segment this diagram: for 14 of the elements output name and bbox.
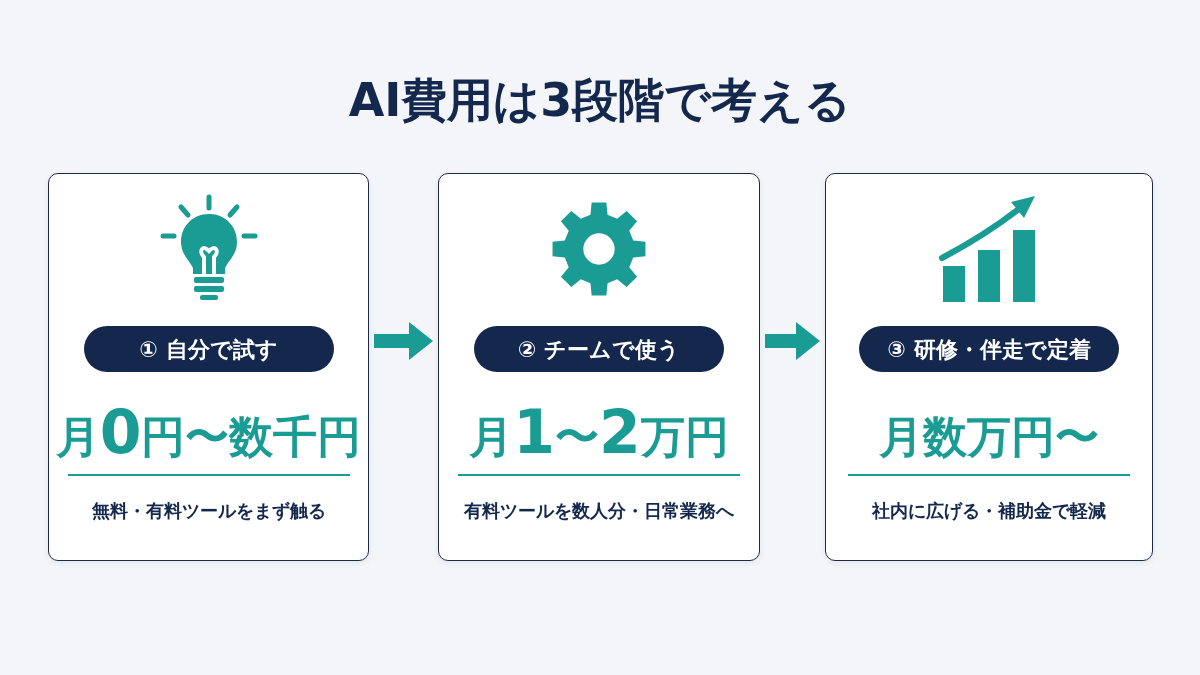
step-label: ① 自分で試す — [83, 326, 334, 372]
step-card — [48, 173, 369, 561]
step-label: ② チームで使う — [474, 326, 724, 372]
arrow — [765, 322, 820, 360]
step-label: ③ 研修・伴走で定着 — [859, 326, 1119, 372]
price-text: 月数万円〜 — [879, 410, 1099, 462]
description-text: 有料ツールを数人分・日常業務へ — [464, 499, 734, 523]
title: AI費用は3段階で考える — [347, 72, 853, 128]
description-text: 社内に広げる・補助金で軽減 — [872, 499, 1106, 523]
step-card — [438, 173, 760, 561]
step-card — [825, 173, 1153, 561]
price-text: 月0円〜数千円 — [55, 396, 362, 462]
arrow — [374, 322, 433, 360]
description-text: 無料・有料ツールをまず触る — [91, 499, 326, 523]
